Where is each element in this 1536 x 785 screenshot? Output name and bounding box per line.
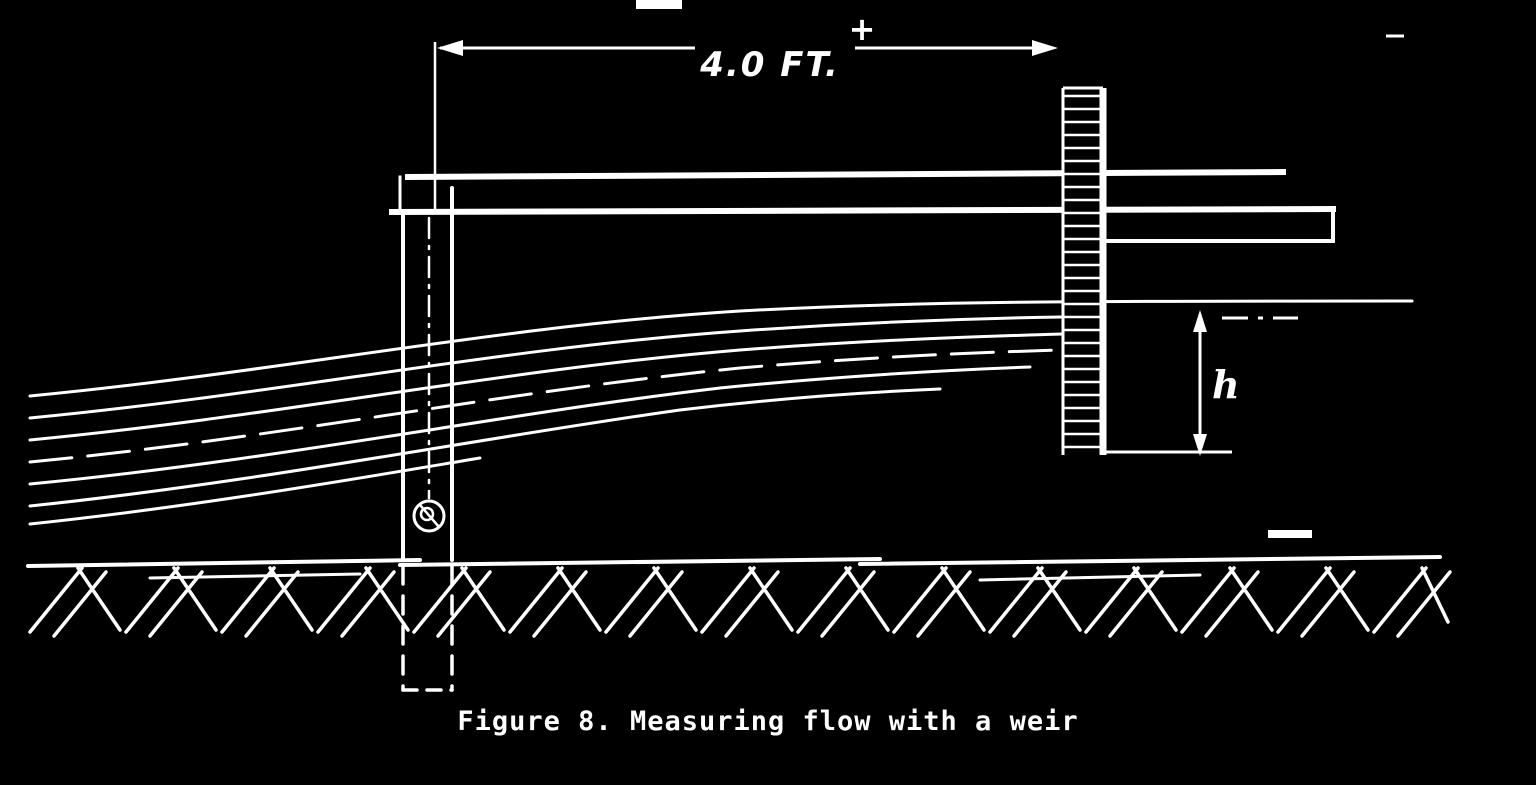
head-dimension: h xyxy=(1103,310,1298,456)
gauge-ticks xyxy=(1063,94,1103,449)
figure-caption: Figure 8. Measuring flow with a weir xyxy=(457,706,1078,737)
board-bottom-edge xyxy=(388,205,1337,216)
head-arrow-down xyxy=(1193,434,1207,456)
streamline xyxy=(28,365,1032,486)
dimension-plus-mark: + xyxy=(849,10,876,48)
head-arrow-up xyxy=(1193,310,1207,332)
streamline xyxy=(28,332,1064,442)
dimension-annotation: 4.0 FT. + xyxy=(433,10,1058,212)
post-knot xyxy=(412,499,446,533)
streamline-dashed xyxy=(28,348,1064,464)
streamline xyxy=(28,387,942,508)
weir-crest-board xyxy=(388,168,1337,243)
gauge-body xyxy=(1063,88,1103,455)
ground-hatch xyxy=(26,555,1452,638)
top-center-mark xyxy=(636,0,682,9)
streamline xyxy=(28,456,482,526)
post-knot-inner xyxy=(419,506,435,522)
water-surface-line xyxy=(28,299,1414,398)
ground-surface-echo xyxy=(148,572,1202,582)
board-top-edge xyxy=(404,168,1287,181)
post-knot-scribble xyxy=(418,503,441,529)
dimension-label: 4.0 FT. xyxy=(699,45,840,85)
right-board-outline xyxy=(1103,207,1335,243)
streamlines xyxy=(28,299,1414,526)
weir-plate-post xyxy=(401,186,454,692)
dimension-arrow-left xyxy=(437,40,463,56)
streamline xyxy=(28,315,1064,420)
head-label: h xyxy=(1212,362,1240,407)
ground-surface-line xyxy=(26,555,1442,568)
staff-gauge xyxy=(1061,86,1107,455)
scan-artifacts xyxy=(636,0,1404,538)
dimension-arrow-right xyxy=(1032,40,1058,56)
hatch-lines xyxy=(28,566,1452,638)
